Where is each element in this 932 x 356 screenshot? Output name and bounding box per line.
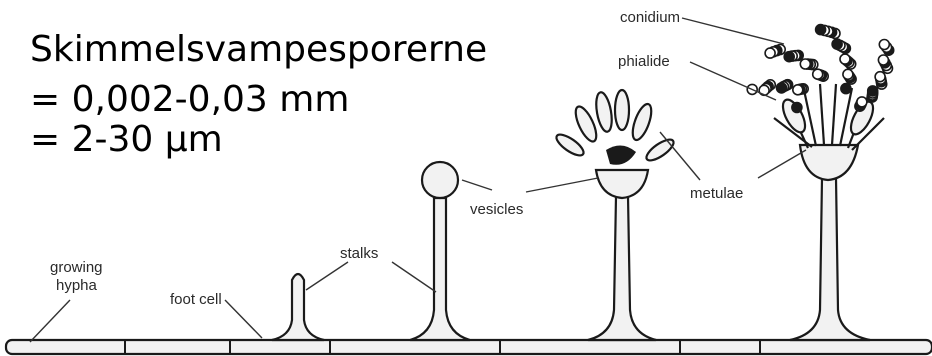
conidium-spore <box>878 55 888 65</box>
conidium-spore <box>857 97 867 107</box>
conidium-spore <box>793 85 803 95</box>
conidium-spore <box>879 40 889 50</box>
conidium-spore <box>765 48 775 58</box>
vesicle-mature <box>800 145 858 180</box>
metulae-cluster <box>553 90 676 165</box>
pointer-foot-cell <box>225 300 262 338</box>
conidium-spore <box>777 83 787 93</box>
label-pointers <box>30 18 806 342</box>
stage-metulae <box>553 90 676 340</box>
conidium-spore <box>816 25 826 35</box>
pointer-vesicles-left <box>462 180 492 190</box>
pointer-metulae-left <box>660 132 700 180</box>
label-foot-cell: foot cell <box>170 291 222 308</box>
pointer-vesicles-right <box>526 178 598 192</box>
conidium-spore <box>868 86 878 96</box>
young-vesicle <box>422 162 458 198</box>
stalk-tall <box>410 198 470 340</box>
label-hypha: hypha <box>56 277 98 294</box>
pointer-growing-hypha <box>30 300 70 342</box>
conidium-spore <box>784 52 794 62</box>
label-phialide: phialide <box>618 53 670 70</box>
conidium-spore <box>813 69 823 79</box>
conidium-spore <box>792 103 802 113</box>
pointer-stalks-tall <box>392 262 436 292</box>
stalk-mature <box>790 178 870 340</box>
label-vesicles: vesicles <box>470 201 523 218</box>
conidium-spore <box>875 72 885 82</box>
diagram-labels: growing hypha foot cell stalks vesicles … <box>50 9 743 308</box>
pointer-metulae-right <box>758 150 806 178</box>
conidium-spore <box>840 54 850 64</box>
label-stalks: stalks <box>340 245 378 262</box>
label-conidium: conidium <box>620 9 680 26</box>
conidium-spore <box>843 69 853 79</box>
pointer-stalks-short <box>306 262 348 290</box>
conidium-spore <box>841 84 851 94</box>
stage-mature <box>747 25 894 340</box>
label-metulae: metulae <box>690 185 743 202</box>
pointer-conidium <box>682 18 784 44</box>
vesicle <box>596 170 648 198</box>
conidium-spore <box>832 39 842 49</box>
hypha-base <box>6 340 932 354</box>
conidium-spore <box>800 59 810 69</box>
label-growing: growing <box>50 259 103 276</box>
pointer-phialide <box>690 62 776 100</box>
stalk-metulae <box>588 196 656 340</box>
stage-vesicle <box>410 162 470 340</box>
hypha-tube <box>6 340 932 354</box>
